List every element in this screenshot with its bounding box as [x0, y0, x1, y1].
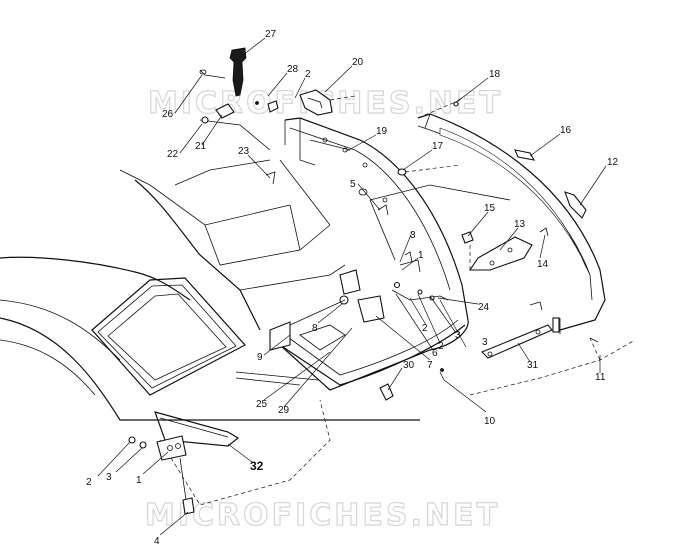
lower-right-parts	[379, 301, 636, 401]
callouts: 27 28 2 20 18 26 22 21 19 16 23 17 12 5 …	[86, 29, 619, 547]
callout-23: 23	[238, 146, 250, 157]
callout-15: 15	[484, 203, 496, 214]
callout-14: 14	[537, 259, 549, 270]
bumper-bar	[417, 113, 606, 334]
callout-2: 2	[422, 323, 428, 334]
callout-7: 7	[427, 360, 433, 371]
callout-3: 3	[106, 472, 112, 483]
leader-lines	[97, 37, 607, 536]
callout-22: 22	[167, 149, 179, 160]
callout-27: 27	[265, 29, 277, 40]
callout-4: 4	[154, 536, 160, 547]
callout-2: 2	[438, 341, 444, 352]
skid-plate	[128, 399, 331, 515]
mid-parts	[265, 149, 587, 271]
callout-13: 13	[514, 219, 526, 230]
callout-5: 5	[350, 179, 356, 190]
callout-21: 21	[195, 141, 207, 152]
callout-31: 31	[527, 360, 539, 371]
callout-12: 12	[607, 157, 619, 168]
callout-32: 32	[250, 459, 264, 473]
callout-1: 1	[136, 475, 142, 486]
callout-20: 20	[352, 57, 364, 68]
callout-30: 30	[403, 360, 415, 371]
upper-parts	[199, 47, 463, 124]
callout-18: 18	[489, 69, 501, 80]
callout-25: 25	[256, 399, 268, 410]
callout-11: 11	[595, 372, 606, 383]
callout-3: 3	[455, 330, 461, 341]
nose-panel	[279, 117, 469, 391]
callout-10: 10	[484, 416, 496, 427]
callout-8: 8	[312, 323, 318, 334]
lower-center-parts	[235, 251, 449, 386]
callout-28: 28	[287, 64, 299, 75]
callout-26: 26	[162, 109, 174, 120]
watermark-bottom: MICROFICHES.NET	[145, 498, 500, 533]
callout-29: 29	[278, 405, 290, 416]
callout-24: 24	[478, 302, 490, 313]
callout-9: 9	[257, 352, 263, 363]
callout-3: 3	[410, 230, 416, 241]
callout-19: 19	[376, 126, 388, 137]
callout-2: 2	[305, 69, 311, 80]
callout-1: 1	[418, 250, 424, 261]
callout-2: 2	[86, 477, 92, 488]
hood-body	[0, 119, 511, 421]
callout-16: 16	[560, 125, 572, 136]
callout-17: 17	[432, 141, 444, 152]
callout-6: 6	[432, 348, 438, 359]
callout-3: 3	[482, 337, 488, 348]
